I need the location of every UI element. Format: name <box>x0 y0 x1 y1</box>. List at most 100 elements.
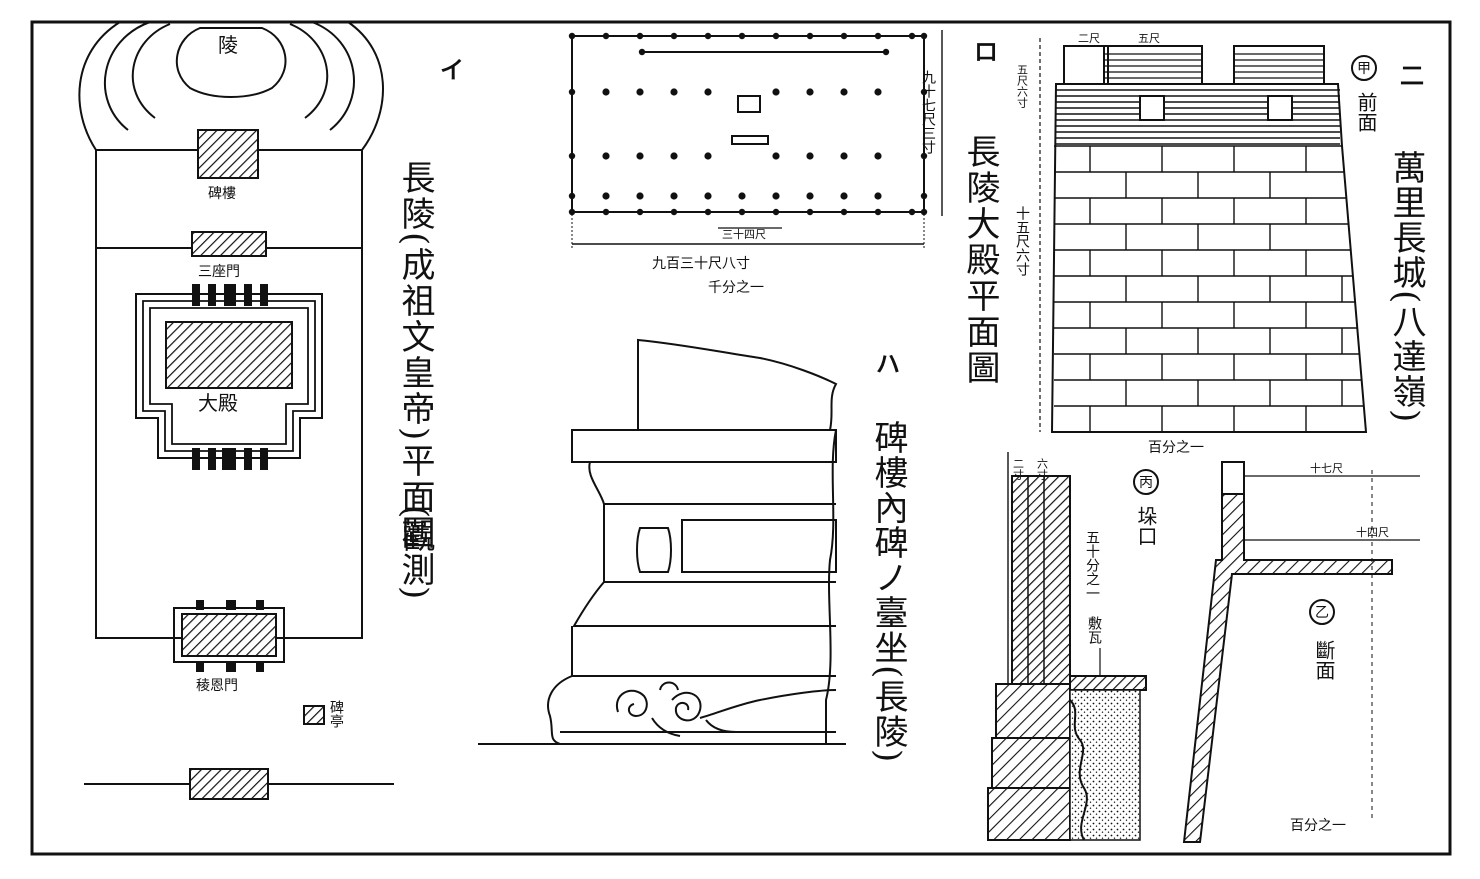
tomb-mound-outer <box>78 21 121 151</box>
hall-column <box>920 192 928 200</box>
tomb-mound-outer-right <box>347 21 384 151</box>
hall-column <box>636 88 644 96</box>
hall-column <box>840 192 848 200</box>
outer-gate <box>189 768 269 800</box>
hall-column <box>772 152 780 160</box>
hall-column <box>636 152 644 160</box>
merlon-centre <box>1103 45 1203 85</box>
hall-column <box>840 88 848 96</box>
hall-column <box>602 192 610 200</box>
hall-column <box>568 208 576 216</box>
hall-column <box>670 208 678 216</box>
pedestal-base <box>571 626 836 677</box>
hall-column <box>772 208 780 216</box>
hall-outline <box>571 35 925 213</box>
hall-column <box>602 208 610 216</box>
hall-altar <box>731 135 769 145</box>
hall-column <box>638 48 646 56</box>
hall-column <box>636 208 644 216</box>
hall-column <box>568 152 576 160</box>
parapet-dimension: 五十分之一 <box>1084 530 1100 600</box>
section-marker-circle <box>1309 599 1335 625</box>
crenel-marker: 丙 <box>1139 475 1153 491</box>
hall-column <box>670 32 678 40</box>
parapet-courses <box>1056 89 1340 145</box>
hall-column <box>602 88 610 96</box>
front-label: 前面 <box>1354 92 1378 132</box>
great-hall-terrace-mid <box>142 300 316 452</box>
loophole-left <box>1139 95 1165 121</box>
brick-courses <box>1054 145 1364 432</box>
hall-column <box>806 152 814 160</box>
crenel-label: 垛口 <box>1134 506 1158 546</box>
hall-front-stairs <box>192 284 268 470</box>
hall-column <box>920 88 928 96</box>
hall-column <box>908 208 916 216</box>
crenel-dimension-b: 五尺 <box>1138 32 1160 45</box>
crenel-detail: 二寸 六寸 五十分之一 敷瓦 丙 垛口 <box>987 452 1159 841</box>
merlon-courses <box>1104 53 1324 79</box>
hall-column <box>882 48 890 56</box>
plate-border <box>30 20 1452 856</box>
panel-ha-stele-pedestal <box>478 338 846 745</box>
tomb-mound-ring-2 <box>131 23 329 119</box>
hall-column <box>568 88 576 96</box>
great-hall <box>165 321 293 389</box>
stele-pavilion-label: 碑亭 <box>328 700 344 728</box>
great-hall-terrace-outer <box>135 293 323 459</box>
hall-column <box>704 152 712 160</box>
section-label: 斷面 <box>1312 640 1336 680</box>
loophole-right <box>1267 95 1293 121</box>
hall-column <box>920 208 928 216</box>
width-dimension: 九百三十尺八寸 <box>652 256 750 272</box>
crenel-fill <box>1069 689 1141 841</box>
wall-front-elevation <box>1050 45 1368 433</box>
hall-column <box>874 192 882 200</box>
stele-tower-label: 碑樓 <box>208 186 236 202</box>
top-dimension: 五尺六寸 <box>1016 64 1029 108</box>
hall-column <box>806 88 814 96</box>
front-marker-circle <box>1351 55 1377 81</box>
hall-column <box>636 32 644 40</box>
depth-dimension: 九十七尺三寸 <box>920 70 936 154</box>
great-hall-label: 大殿 <box>198 391 238 415</box>
hall-column <box>772 32 780 40</box>
hall-column <box>806 192 814 200</box>
crenel-marker-circle <box>1133 469 1159 495</box>
brick-dimension: 敷瓦 <box>1086 616 1102 645</box>
hall-column <box>874 88 882 96</box>
third-gate-label: 三座門 <box>198 264 240 280</box>
small-dim-b: 六寸 <box>1036 458 1049 480</box>
hall-column <box>874 32 882 40</box>
hall-column <box>602 32 610 40</box>
hall-column <box>772 88 780 96</box>
pedestal-lower-moulding <box>572 581 836 627</box>
section-parapet-top <box>1221 461 1245 495</box>
panel-ro-marker: ロ <box>974 38 998 66</box>
panel-ni-marker: 二 <box>1400 62 1424 90</box>
hall-column <box>772 192 780 200</box>
crenel-footing <box>987 787 1071 841</box>
section-marker: 乙 <box>1315 605 1329 621</box>
wall-dimension: 十五尺六寸 <box>1014 206 1030 276</box>
pedestal-moulding <box>588 461 836 505</box>
hall-column <box>806 208 814 216</box>
crenel-brick-column <box>1011 475 1071 689</box>
merlon-right <box>1233 45 1325 85</box>
lingen-gate-stairs <box>196 600 264 672</box>
panel-ni-great-wall: 五尺六寸 十五尺六寸 二尺 五尺 百分之一 甲 前面 二 萬里長城(八達嶺) 二… <box>987 32 1426 843</box>
hall-column <box>636 192 644 200</box>
pedestal-plinth <box>547 675 836 745</box>
scale-front: 百分之一 <box>1148 440 1204 456</box>
bay-dimension: 三十四尺 <box>722 227 766 241</box>
panel-i-site-plan: 陵 碑樓 三座門 大殿 稜恩門 碑亭 <box>78 21 464 800</box>
hall-column <box>568 192 576 200</box>
pedestal-cap <box>571 429 837 463</box>
crenel-paving <box>1069 675 1147 691</box>
hall-column <box>670 152 678 160</box>
tomb-mound-ring-3 <box>175 27 287 98</box>
stele-pavilion <box>303 705 325 725</box>
stele-shaft <box>637 338 838 431</box>
crenel-base-block <box>995 683 1071 739</box>
hall-column <box>738 32 746 40</box>
